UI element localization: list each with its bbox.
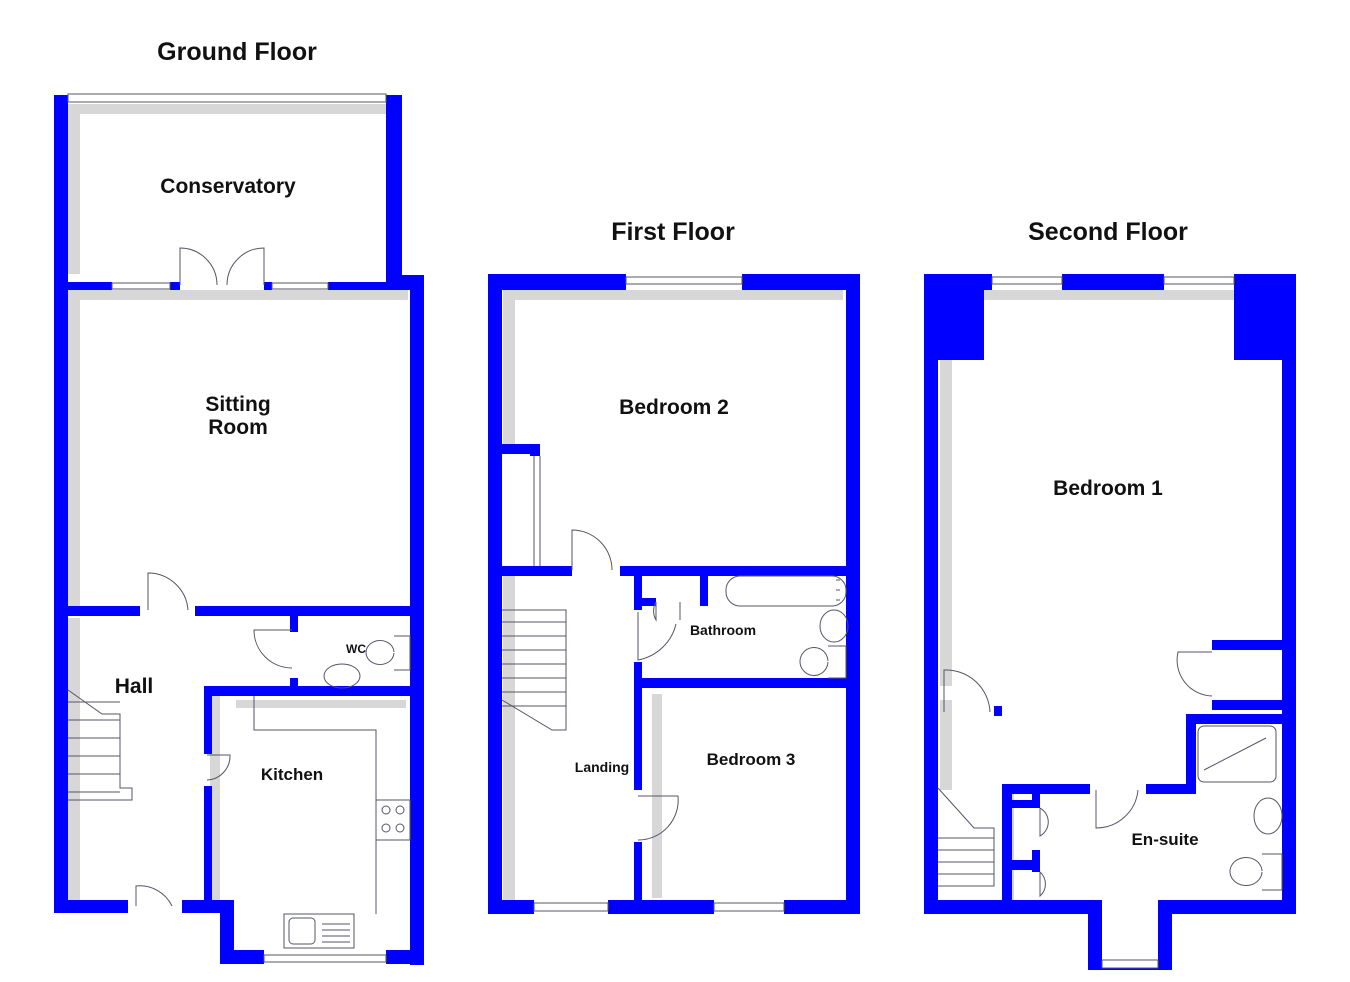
room-label-bedroom-1: Bedroom 1 — [1053, 477, 1163, 500]
room-label-kitchen: Kitchen — [261, 765, 323, 784]
room-label-conservatory: Conservatory — [160, 175, 296, 198]
room-label-en-suite: En-suite — [1131, 830, 1198, 849]
room-label-hall: Hall — [115, 675, 154, 698]
room-label-bedroom-3: Bedroom 3 — [707, 750, 796, 769]
second-floor-plan — [924, 274, 1296, 970]
first-floor-plan — [488, 274, 860, 914]
room-label-landing: Landing — [575, 759, 629, 775]
room-label-bathroom: Bathroom — [690, 622, 756, 638]
second-floor-title: Second Floor — [1028, 218, 1188, 246]
ground-floor-title: Ground Floor — [157, 38, 317, 66]
room-label-sitting-room-line1: Sitting — [205, 393, 270, 416]
first-floor-title: First Floor — [611, 218, 735, 246]
ground-floor-plan — [54, 93, 424, 965]
room-label-wc: WC — [346, 642, 366, 656]
room-label-sitting-room-line2: Room — [208, 416, 268, 439]
room-label-bedroom-2: Bedroom 2 — [619, 396, 729, 419]
